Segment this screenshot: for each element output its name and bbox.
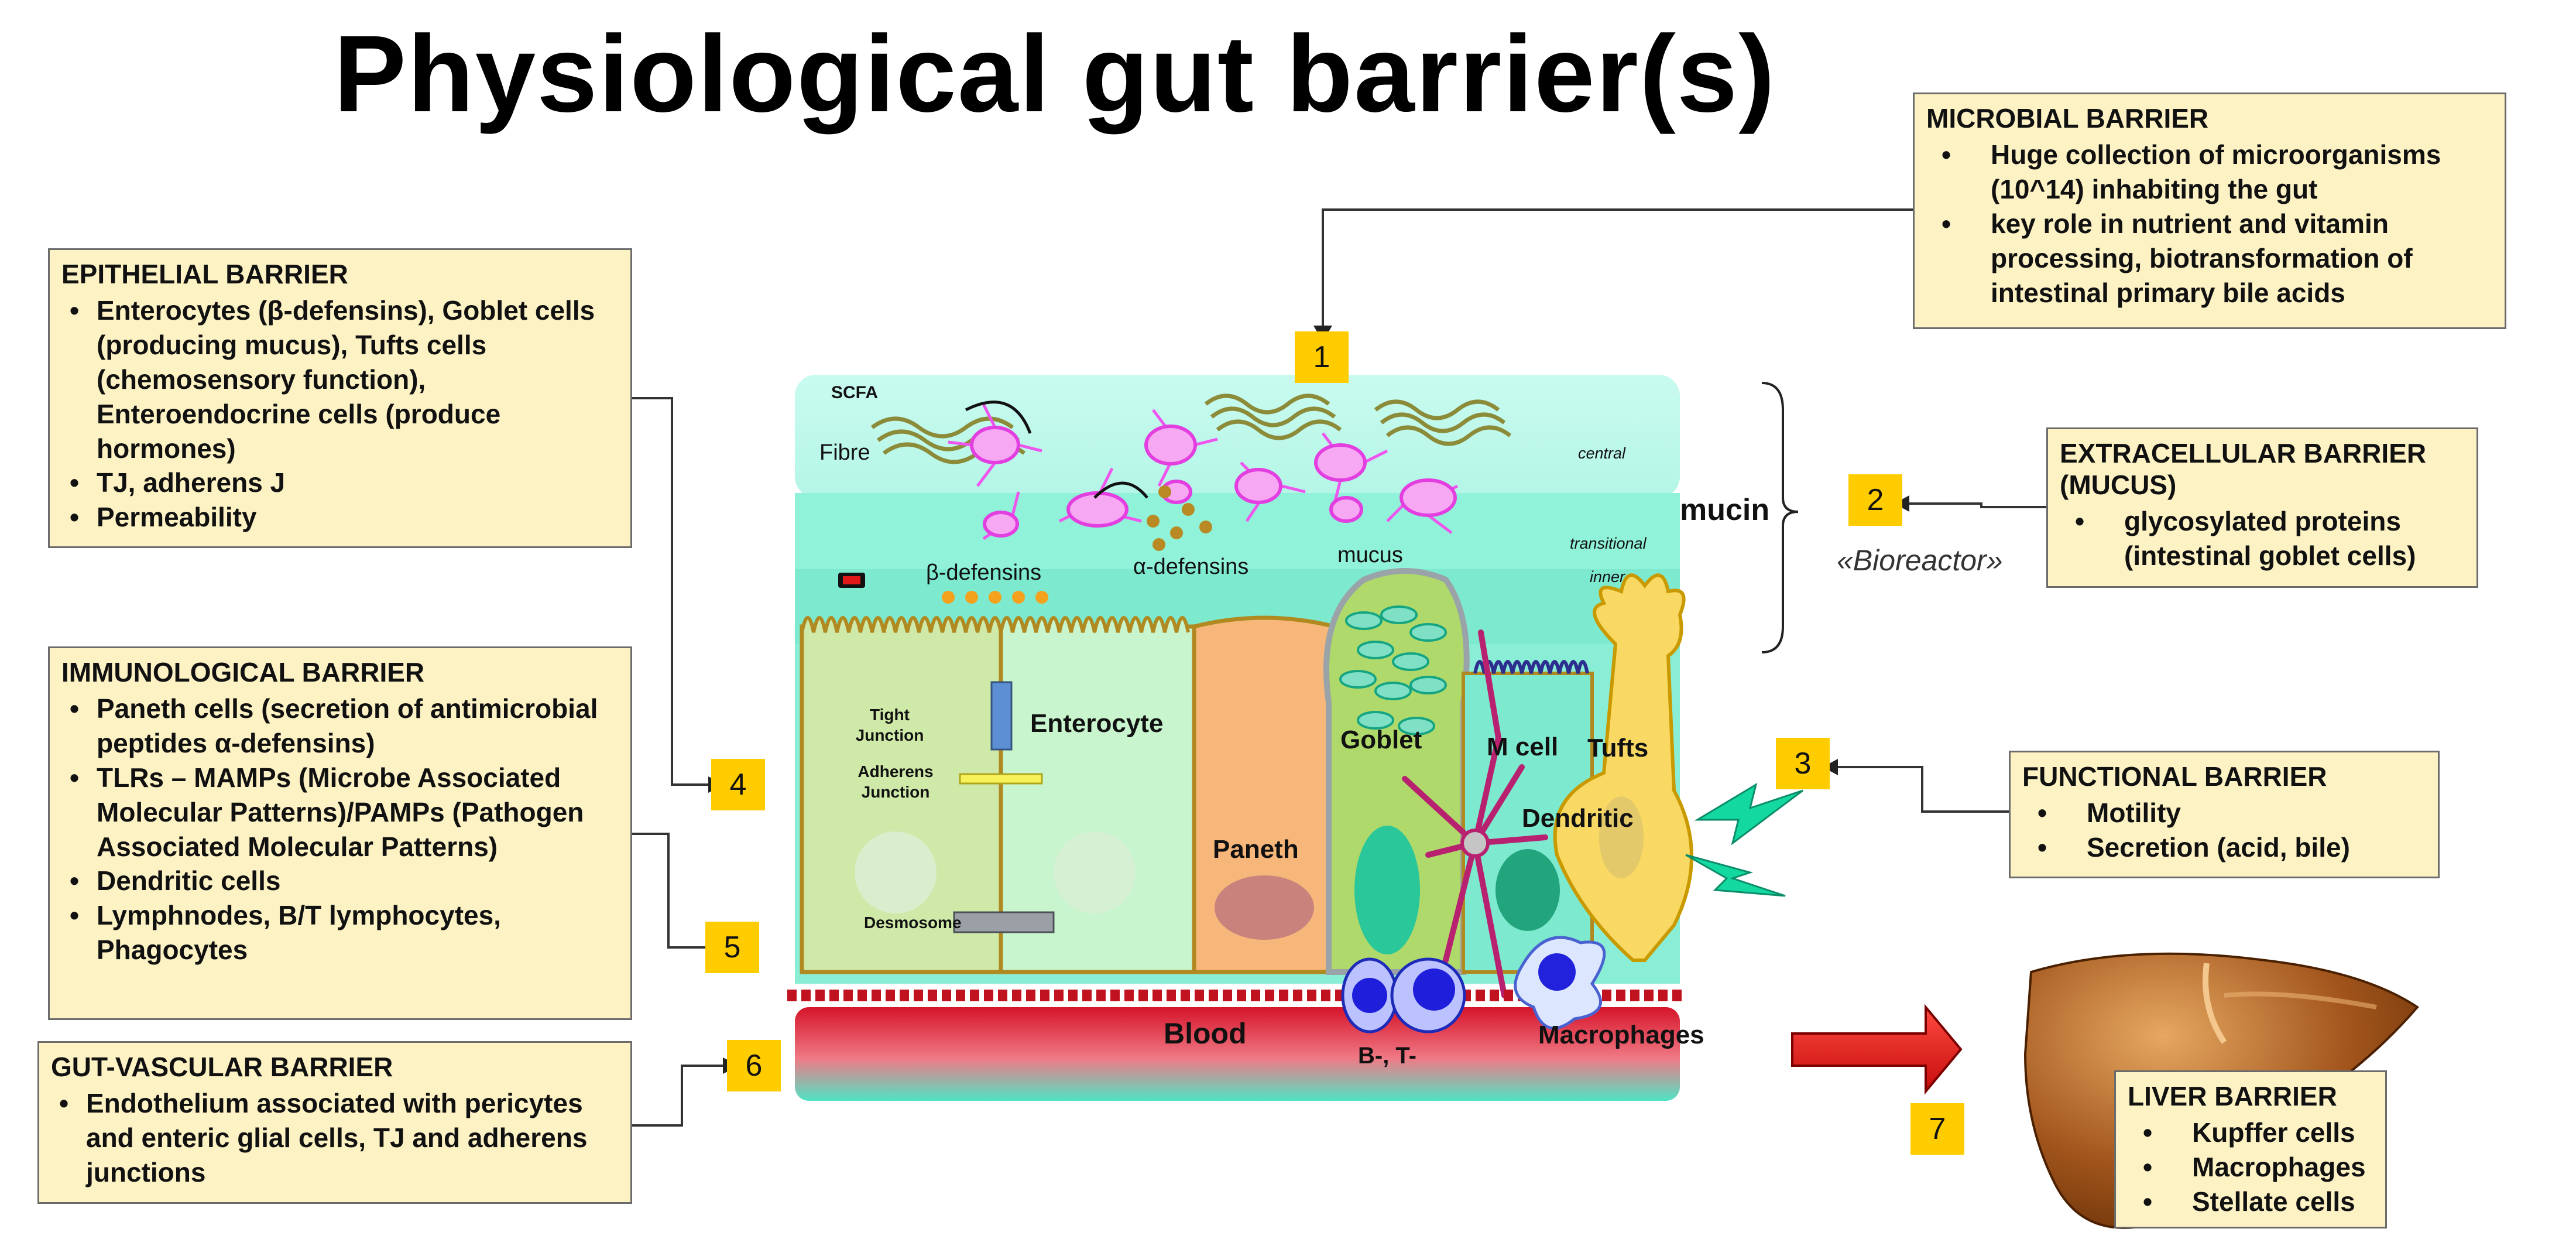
connector-vascular: [632, 1065, 723, 1127]
transitional-mucus-layer: [795, 493, 1680, 575]
blood-label: Blood: [1164, 1017, 1247, 1050]
adherens-junction-label: Adherens: [857, 762, 933, 781]
curved-arrow: [965, 401, 1032, 434]
microbial-item: Huge collection of microorganisms (10^14…: [1926, 138, 2493, 207]
dendritic-nucleus: [1460, 829, 1490, 858]
badge-7: 7: [1910, 1103, 1964, 1155]
epithelial-barrier-box: EPITHELIAL BARRIER Enterocytes (β-defens…: [48, 248, 632, 548]
red-arrow-icon: [1791, 1004, 1963, 1095]
paneth-cell: [1192, 615, 1337, 974]
badge-2: 2: [1848, 474, 1902, 526]
liver-barrier-box: LIVER BARRIER Kupffer cells Macrophages …: [2114, 1070, 2387, 1228]
mucus-label: mucus: [1337, 543, 1403, 567]
curved-arrow-2: [1093, 481, 1148, 499]
functional-item: Motility: [2022, 796, 2426, 830]
desmosome: [953, 911, 1055, 933]
bt-label: B-, T-: [1358, 1043, 1416, 1069]
extracellular-heading: EXTRACELLULAR BARRIER (MUCUS): [2060, 438, 2427, 500]
lightning-icon: [1685, 782, 1803, 897]
dendritic-label: Dendritic: [1522, 804, 1634, 833]
scfa-label: SCFA: [831, 383, 878, 402]
alpha-defensins-label: α-defensins: [1133, 555, 1248, 579]
tight-junction-label: Tight: [870, 706, 910, 724]
epithelial-heading: EPITHELIAL BARRIER: [61, 259, 348, 289]
immunological-item: Dendritic cells: [61, 864, 619, 898]
tight-junction-label-2: Junction: [856, 726, 924, 744]
page-title: Physiological gut barrier(s): [334, 13, 1776, 135]
red-marker-inner: [843, 576, 860, 584]
badge-4: 4: [711, 759, 765, 810]
connector-extracellular: [1909, 502, 2046, 508]
tufts-label: Tufts: [1587, 734, 1648, 762]
connector-functional: [1838, 766, 2009, 813]
macrophage: [1514, 936, 1606, 1030]
liver-item: Kupffer cells: [2128, 1115, 2373, 1150]
liver-item: Stellate cells: [2128, 1185, 2373, 1219]
liver-item: Macrophages: [2128, 1150, 2373, 1185]
microbial-heading: MICROBIAL BARRIER: [1926, 103, 2209, 134]
gut-vascular-heading: GUT-VASCULAR BARRIER: [51, 1052, 393, 1082]
immunological-barrier-box: IMMUNOLOGICAL BARRIER Paneth cells (secr…: [48, 646, 632, 1020]
beta-defensin-dots: [942, 591, 1048, 604]
goblet-cell: [1323, 568, 1470, 975]
microbial-barrier-box: MICROBIAL BARRIER Huge collection of mic…: [1913, 93, 2506, 329]
m-cell-label: M cell: [1487, 733, 1558, 761]
lymphocytes: [1341, 957, 1466, 1033]
functional-item: Secretion (acid, bile): [2022, 830, 2426, 865]
mucin-brace: [1761, 382, 1799, 653]
connector-lines: [632, 208, 2046, 1127]
enterocyte-label: Enterocyte: [1030, 709, 1163, 738]
immunological-item: TLRs – MAMPs (Microbe Associated Molecul…: [61, 761, 619, 864]
central-mucus-layer: [795, 375, 1680, 498]
epithelial-item: Enterocytes (β-defensins), Goblet cells …: [61, 293, 619, 466]
badge-3: 3: [1776, 738, 1830, 789]
tight-junction: [990, 681, 1013, 751]
connector-immunological: [632, 833, 705, 949]
connector-epithelial: [632, 397, 708, 786]
paneth-label: Paneth: [1213, 835, 1299, 864]
desmosome-label: Desmosome: [864, 913, 962, 932]
bioreactor-label: «Bioreactor»: [1837, 544, 2003, 577]
badge-6: 6: [727, 1040, 781, 1091]
fibre-label: Fibre: [819, 440, 870, 465]
epithelial-item: Permeability: [61, 500, 619, 535]
epithelial-item: TJ, adherens J: [61, 466, 619, 500]
adherens-junction-label-2: Junction: [862, 783, 930, 801]
mucin-label: mucin: [1680, 493, 1769, 527]
immunological-item: Paneth cells (secretion of antimicrobial…: [61, 692, 619, 761]
arrowhead-3: [1823, 759, 1838, 775]
macrophages-label: Macrophages: [1538, 1021, 1704, 1049]
gut-vascular-item: Endothelium associated with pericytes an…: [51, 1086, 619, 1190]
tufts-cell: [1553, 573, 1693, 962]
immunological-heading: IMMUNOLOGICAL BARRIER: [61, 657, 425, 687]
enterocyte-cells: [800, 616, 1196, 974]
gut-vascular-barrier-box: GUT-VASCULAR BARRIER Endothelium associa…: [37, 1041, 632, 1204]
badge-5: 5: [705, 922, 759, 973]
blood-vessel: [795, 1007, 1680, 1101]
functional-heading: FUNCTIONAL BARRIER: [2022, 761, 2327, 792]
extracellular-item: glycosylated proteins (intestinal goblet…: [2060, 504, 2465, 573]
immunological-item: Lymphnodes, B/T lymphocytes, Phagocytes: [61, 898, 619, 967]
liver-heading: LIVER BARRIER: [2128, 1081, 2337, 1111]
adherens-junction: [959, 773, 1043, 785]
connector-microbial: [1322, 208, 1914, 329]
extracellular-barrier-box: EXTRACELLULAR BARRIER (MUCUS) glycosylat…: [2046, 427, 2478, 588]
central-label: central: [1578, 444, 1626, 462]
functional-barrier-box: FUNCTIONAL BARRIER Motility Secretion (a…: [2009, 751, 2440, 878]
goblet-label: Goblet: [1340, 725, 1422, 754]
transitional-label: transitional: [1570, 535, 1647, 552]
beta-defensins-label: β-defensins: [926, 560, 1041, 585]
badge-1: 1: [1295, 331, 1349, 383]
inner-label: inner: [1590, 568, 1625, 586]
microbe-icon: [948, 403, 1459, 540]
microbial-item: key role in nutrient and vitamin process…: [1926, 207, 2493, 310]
